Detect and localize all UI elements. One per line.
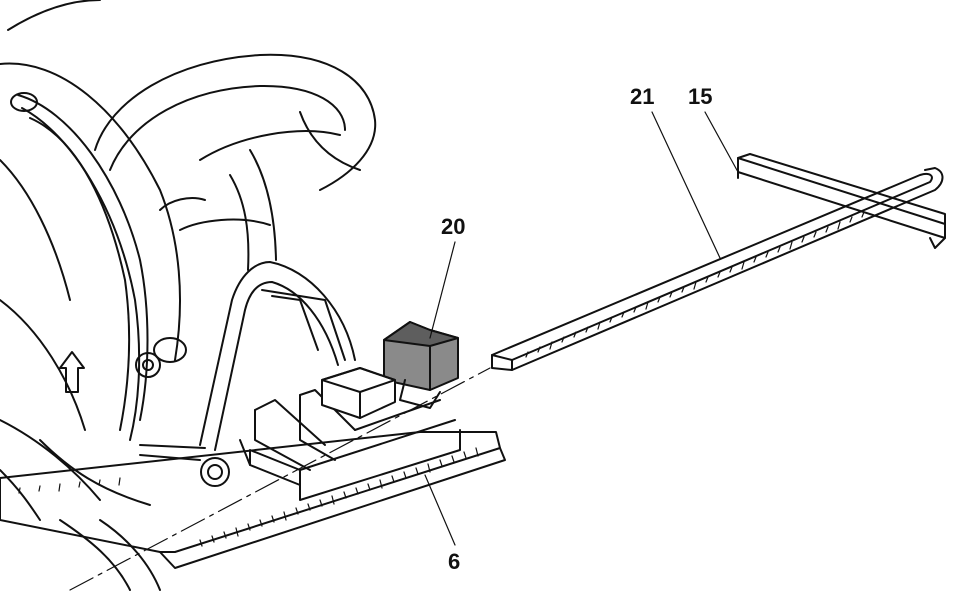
wing-knob — [135, 337, 187, 378]
parallel-guide-rule — [491, 167, 944, 371]
guide-fence — [737, 153, 946, 249]
saw-body — [0, 0, 377, 591]
callout-21: 21 — [630, 84, 655, 109]
callout-20: 20 — [441, 214, 466, 239]
guide-slot-housing — [239, 389, 461, 501]
center-axis-line — [69, 367, 491, 591]
clamp-screw-front — [321, 367, 396, 419]
base-plate — [0, 431, 506, 569]
pivot-bolt — [139, 444, 230, 487]
leader-lines — [424, 111, 739, 546]
bevel-quadrant — [199, 261, 356, 451]
callout-6: 6 — [448, 549, 461, 574]
callout-15: 15 — [688, 84, 713, 109]
